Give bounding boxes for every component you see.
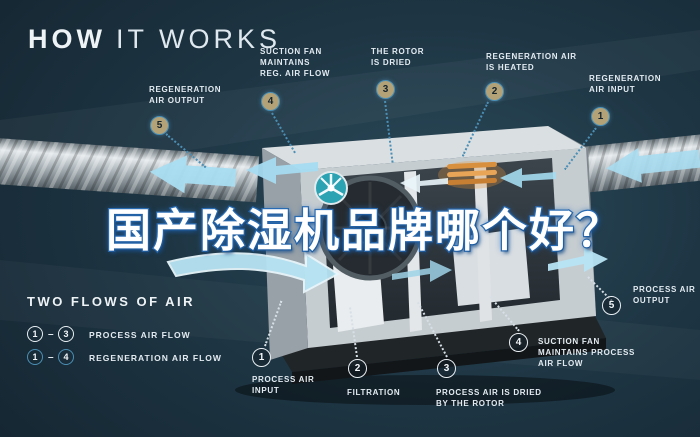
duct-left-illustration bbox=[0, 136, 260, 203]
step-badge-process-4: 4 bbox=[509, 333, 528, 352]
callout-label-rotor-dried: THE ROTOR IS DRIED bbox=[371, 47, 425, 67]
step-badge-regen-1: 1 bbox=[591, 107, 610, 126]
callout-label-regen-output: REGENERATION AIR OUTPUT bbox=[149, 85, 222, 105]
airflow-arrow-process bbox=[392, 260, 452, 282]
legend-badge: 1 bbox=[27, 349, 43, 365]
callout-label-process-input: PROCESS AIR INPUT bbox=[252, 375, 315, 395]
airflow-arrow-regen bbox=[246, 157, 318, 184]
callout-label-filtration: FILTRATION bbox=[347, 388, 401, 397]
step-badge-process-2: 2 bbox=[348, 359, 367, 378]
step-badge-process-1: 1 bbox=[252, 348, 271, 367]
step-badge-process-3: 3 bbox=[437, 359, 456, 378]
legend-badge: 4 bbox=[58, 349, 74, 365]
legend-badge: 3 bbox=[58, 326, 74, 342]
callout-label-suction-fan-reg: SUCTION FAN MAINTAINS REG. AIR FLOW bbox=[260, 47, 331, 78]
callout-label-regen-heated: REGENERATION AIR IS HEATED bbox=[486, 52, 577, 72]
airflow-arrow-process bbox=[548, 248, 608, 272]
background-streak bbox=[0, 30, 700, 180]
step-badge-process-5: 5 bbox=[602, 296, 621, 315]
legend-badge: 1 bbox=[27, 326, 43, 342]
legend-heading: TWO FLOWS OF AIR bbox=[27, 294, 196, 309]
legend-label-process: PROCESS AIR FLOW bbox=[89, 330, 191, 340]
step-badge-regen-5: 5 bbox=[150, 116, 169, 135]
headline-overlay: 国产除湿机品牌哪个好？ bbox=[105, 204, 624, 258]
callout-label-regen-input: REGENERATION AIR INPUT bbox=[589, 74, 662, 94]
legend-dash: – bbox=[48, 352, 54, 363]
legend-label-regeneration: REGENERATION AIR FLOW bbox=[89, 353, 222, 363]
title-light: IT WORKS bbox=[115, 24, 281, 54]
fan-illustration bbox=[314, 171, 348, 205]
heater-illustration bbox=[438, 161, 506, 189]
step-badge-regen-3: 3 bbox=[376, 80, 395, 99]
airflow-arrow-process-intake bbox=[166, 252, 341, 294]
airflow-arrow-regen bbox=[500, 168, 556, 188]
machine-body-illustration bbox=[235, 126, 615, 405]
callout-label-process-dried: PROCESS AIR IS DRIED BY THE ROTOR bbox=[436, 388, 542, 408]
rotor-illustration bbox=[317, 175, 423, 281]
airflow-arrow-regen-input bbox=[606, 147, 700, 183]
airflow-arrow-regen bbox=[400, 174, 448, 193]
page-title: HOW IT WORKS bbox=[28, 24, 281, 55]
callout-label-process-output: PROCESS AIR OUTPUT bbox=[633, 285, 696, 305]
legend-dash: – bbox=[48, 329, 54, 340]
callout-label-suction-fan-process: SUCTION FAN MAINTAINS PROCESS AIR FLOW bbox=[538, 337, 636, 368]
title-bold: HOW bbox=[28, 24, 106, 54]
airflow-arrow-regen-output bbox=[149, 155, 237, 194]
step-badge-regen-2: 2 bbox=[485, 82, 504, 101]
step-badge-regen-4: 4 bbox=[261, 92, 280, 111]
